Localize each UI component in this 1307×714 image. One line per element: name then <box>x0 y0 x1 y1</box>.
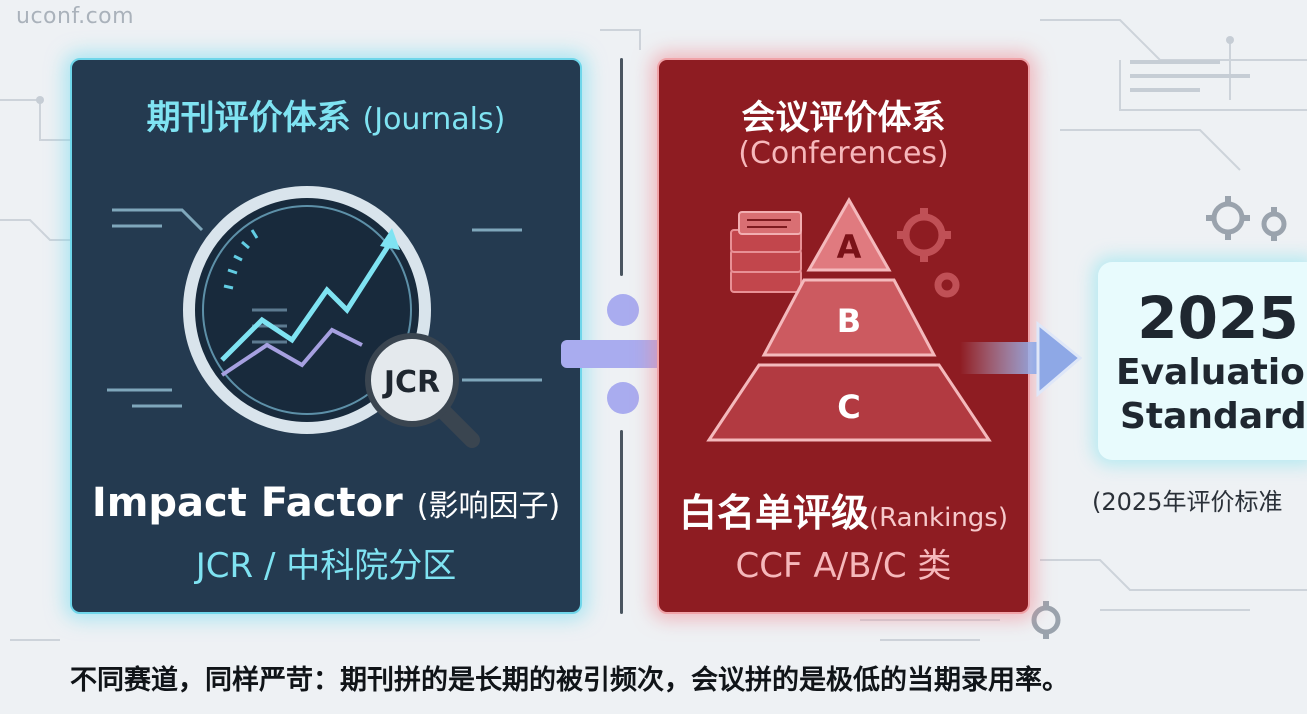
conferences-title-en: (Conferences) <box>738 136 949 171</box>
rankings-cn: 白名单评级 <box>678 491 869 535</box>
evaluation-cn-label: (2025年评价标准 <box>1092 488 1283 516</box>
pyramid-icon: A B C <box>706 196 992 442</box>
journals-title-en: (Journals) <box>362 102 506 137</box>
rankings-label: 白名单评级(Rankings) <box>659 482 1028 537</box>
journals-title: 期刊评价体系 (Journals) <box>72 90 580 139</box>
impact-factor-cn: (影响因子) <box>416 489 561 524</box>
evaluation-standards-card: 2025 Evaluation Standards <box>1098 262 1307 460</box>
watermark: uconf.com <box>16 4 135 29</box>
ccf-ranking-sub: CCF A/B/C 类 <box>735 546 952 586</box>
pyramid-tier-b <box>761 278 937 357</box>
tier-a-label: A <box>837 228 862 266</box>
rankings-en: (Rankings) <box>869 503 1009 533</box>
divider-bottom <box>620 430 623 614</box>
tier-b-label: B <box>837 302 861 340</box>
gear-icon <box>902 213 960 298</box>
pyramid-tier-c <box>706 363 992 442</box>
impact-factor-en: Impact Factor <box>91 480 403 526</box>
journals-title-cn: 期刊评价体系 <box>146 98 351 138</box>
pyramid-tier-a <box>806 196 892 272</box>
divide-icon <box>561 294 685 414</box>
impact-factor-label: Impact Factor (影响因子) <box>72 480 580 526</box>
evaluation-line1: Evaluation <box>1116 352 1307 393</box>
evaluation-line2: Standards <box>1120 396 1307 437</box>
magnifier-chart-icon: JCR <box>107 186 542 448</box>
arrow-right-icon <box>960 320 1083 398</box>
jcr-badge: JCR <box>382 365 440 400</box>
conferences-panel: 会议评价体系 (Conferences) A B C 白名单评级(Ranking… <box>657 58 1030 614</box>
divider-top <box>620 58 623 276</box>
evaluation-year: 2025 <box>1137 284 1299 352</box>
conferences-title: 会议评价体系 <box>741 98 946 138</box>
caption: 不同赛道，同样严苛：期刊拼的是长期的被引频次，会议拼的是极低的当期录用率。 <box>70 665 1069 696</box>
journals-ranking-sub: JCR / 中科院分区 <box>195 546 457 586</box>
journals-panel: 期刊评价体系 (Journals) JCR <box>70 58 582 614</box>
tier-c-label: C <box>837 388 860 426</box>
document-stack-icon <box>730 211 802 293</box>
